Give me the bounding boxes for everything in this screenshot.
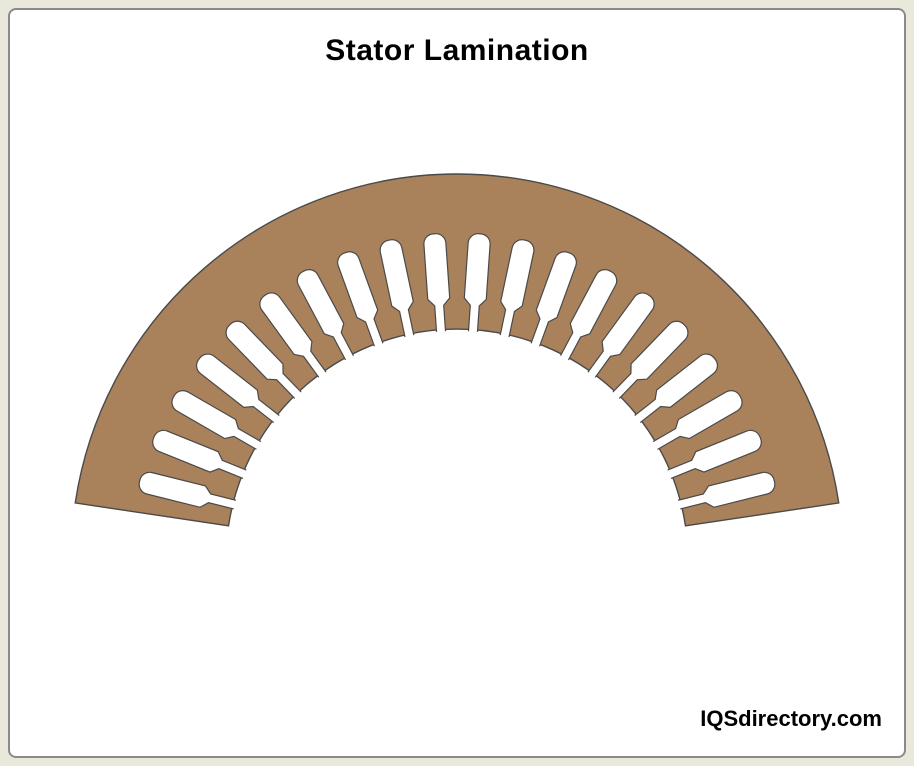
stator-slot [296,269,354,361]
stator-slot [499,239,535,338]
stator-slot [138,471,237,510]
stator-slot [667,429,762,479]
stator-slot [171,390,262,450]
stator-slot [225,320,302,399]
lamination-body [74,173,840,527]
stator-slot [152,429,247,479]
stator-slot [612,320,689,399]
diagram-card: Stator Lamination IQSdirectory.com [8,8,906,758]
stator-slot [379,239,415,338]
stator-slot [560,269,618,361]
watermark-text: IQSdirectory.com [700,706,882,731]
stator-slot [196,353,280,424]
stator-slot [530,251,577,347]
stator-slot [652,390,743,450]
stator-slot [463,233,491,332]
stator-slot [423,233,451,332]
page-title: Stator Lamination [325,34,589,67]
stator-slot [677,471,776,510]
stator-lamination-diagram [74,173,840,527]
stator-slot [337,251,384,347]
stator-slot [259,292,327,378]
stator-slot [587,292,655,378]
stator-slot [634,353,718,424]
